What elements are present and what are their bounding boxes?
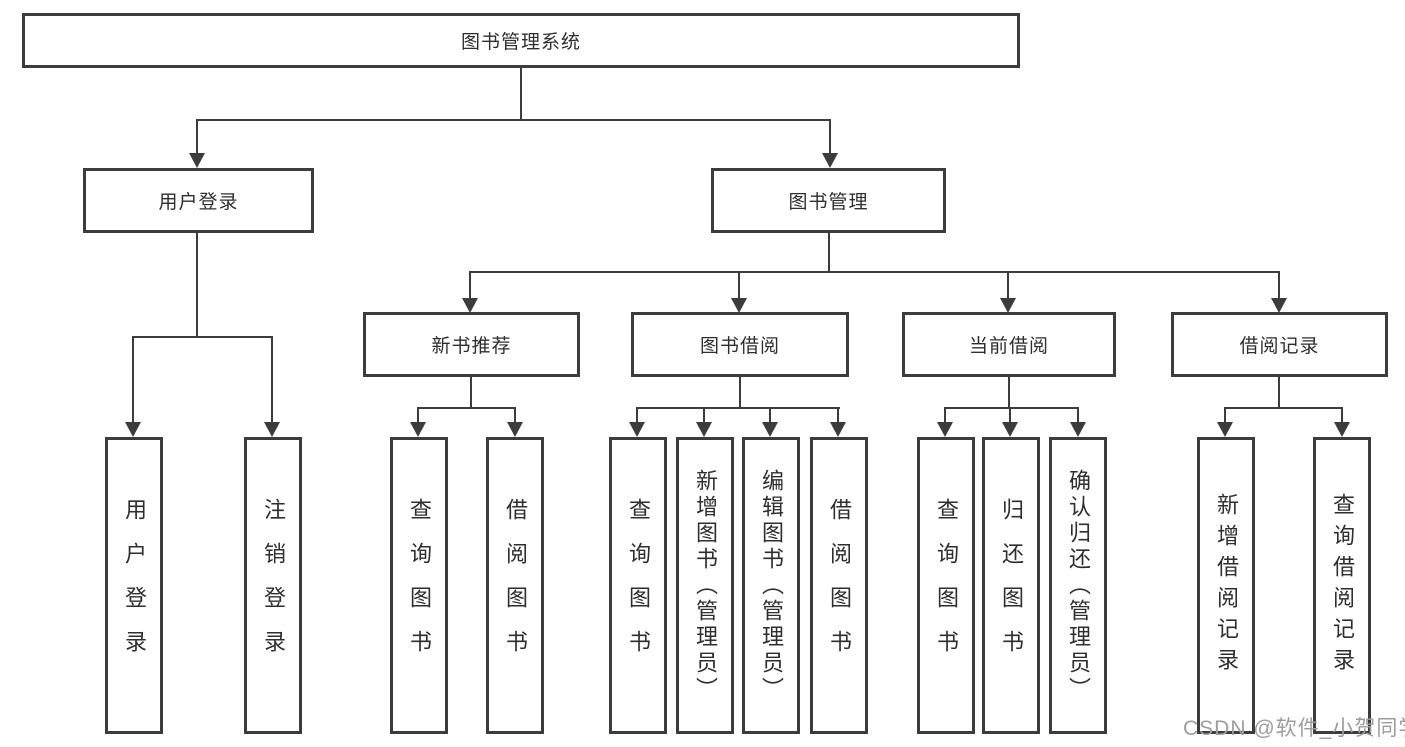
csdn-watermark: CSDN @软件_小贺同学 — [1183, 717, 1405, 740]
connector-line — [514, 407, 516, 423]
connector-line — [837, 407, 839, 423]
connector-line — [133, 336, 273, 338]
leaf-label: 归还图书 — [999, 497, 1024, 674]
connector-line — [1007, 271, 1009, 299]
connector-line — [469, 271, 471, 299]
connector-line — [944, 407, 946, 423]
node-book-borrowing: 图书借阅 — [631, 312, 849, 377]
connector-line — [829, 119, 831, 154]
leaf-edit-books-admin: 编辑图书（管理员） — [742, 437, 800, 734]
connector-line — [738, 271, 740, 299]
leaf-borrow-books: 借阅图书 — [810, 437, 868, 734]
connector-line — [470, 271, 1280, 273]
arrow-down-icon — [462, 298, 478, 313]
leaf-label: 借阅图书 — [503, 497, 528, 674]
arrow-down-icon — [822, 153, 838, 168]
leaf-label: 查询图书 — [934, 497, 959, 674]
arrow-down-icon — [1271, 298, 1287, 313]
connector-line — [1225, 407, 1343, 409]
arrow-down-icon — [629, 422, 645, 437]
leaf-label: 借阅图书 — [827, 497, 852, 674]
leaf-label: 用户登录 — [122, 497, 147, 674]
arrow-down-icon — [507, 422, 523, 437]
leaf-borrow-books: 借阅图书 — [486, 437, 544, 734]
leaf-label: 确认归还（管理员） — [1066, 468, 1091, 703]
node-book-management: 图书管理 — [711, 168, 946, 233]
leaf-return-books: 归还图书 — [982, 437, 1040, 734]
node-label: 图书管理 — [788, 192, 869, 213]
connector-line — [637, 407, 840, 409]
arrow-down-icon — [1000, 298, 1016, 313]
node-current-borrowing: 当前借阅 — [902, 312, 1116, 377]
leaf-query-books: 查询图书 — [917, 437, 975, 734]
arrow-down-icon — [937, 422, 953, 437]
connector-line — [1008, 377, 1010, 408]
node-library-management-system: 图书管理系统 — [22, 13, 1020, 68]
leaf-add-books-admin: 新增图书（管理员） — [676, 437, 734, 734]
node-label: 用户登录 — [158, 192, 239, 213]
leaf-label: 新增借阅记录 — [1214, 492, 1239, 679]
node-user-login: 用户登录 — [83, 168, 314, 233]
connector-line — [470, 377, 472, 408]
arrow-down-icon — [830, 422, 846, 437]
arrow-down-icon — [1334, 422, 1350, 437]
arrow-down-icon — [762, 422, 778, 437]
leaf-logout: 注销登录 — [244, 437, 302, 734]
connector-line — [520, 68, 522, 119]
node-new-book-recommendation: 新书推荐 — [363, 312, 580, 377]
connector-line — [1077, 407, 1079, 423]
arrow-down-icon — [1070, 422, 1086, 437]
arrow-down-icon — [410, 422, 426, 437]
leaf-label: 新增图书（管理员） — [693, 468, 718, 703]
leaf-confirm-return-admin: 确认归还（管理员） — [1049, 437, 1107, 734]
arrow-down-icon — [1217, 422, 1233, 437]
connector-line — [132, 336, 134, 423]
arrow-down-icon — [731, 298, 747, 313]
connector-line — [197, 119, 831, 121]
connector-line — [1278, 377, 1280, 408]
leaf-label: 查询图书 — [407, 497, 432, 674]
leaf-user-login: 用户登录 — [105, 437, 163, 734]
connector-line — [945, 407, 1079, 409]
connector-line — [636, 407, 638, 423]
node-label: 图书借阅 — [699, 336, 780, 357]
connector-line — [828, 233, 830, 273]
leaf-label: 查询借阅记录 — [1330, 492, 1355, 679]
arrow-down-icon — [264, 422, 280, 437]
leaf-query-books: 查询图书 — [609, 437, 667, 734]
connector-line — [418, 407, 516, 409]
connector-line — [196, 233, 198, 337]
connector-line — [417, 407, 419, 423]
node-label: 当前借阅 — [968, 336, 1049, 357]
leaf-add-borrow-record: 新增借阅记录 — [1197, 437, 1255, 734]
leaf-query-books: 查询图书 — [390, 437, 448, 734]
leaf-label: 注销登录 — [261, 497, 286, 674]
connector-line — [769, 407, 771, 423]
arrow-down-icon — [1002, 422, 1018, 437]
node-borrowing-records: 借阅记录 — [1171, 312, 1388, 377]
leaf-query-borrow-record: 查询借阅记录 — [1313, 437, 1371, 734]
connector-line — [703, 407, 705, 423]
connector-line — [739, 377, 741, 408]
arrow-down-icon — [125, 422, 141, 437]
connector-line — [196, 119, 198, 154]
node-label: 图书管理系统 — [460, 32, 581, 53]
node-label: 借阅记录 — [1239, 336, 1320, 357]
arrow-down-icon — [696, 422, 712, 437]
node-label: 新书推荐 — [431, 336, 512, 357]
connector-line — [1341, 407, 1343, 423]
leaf-label: 编辑图书（管理员） — [759, 468, 784, 703]
arrow-down-icon — [189, 153, 205, 168]
connector-line — [1224, 407, 1226, 423]
leaf-label: 查询图书 — [626, 497, 651, 674]
connector-line — [1009, 407, 1011, 423]
connector-line — [1278, 271, 1280, 299]
connector-line — [271, 336, 273, 423]
